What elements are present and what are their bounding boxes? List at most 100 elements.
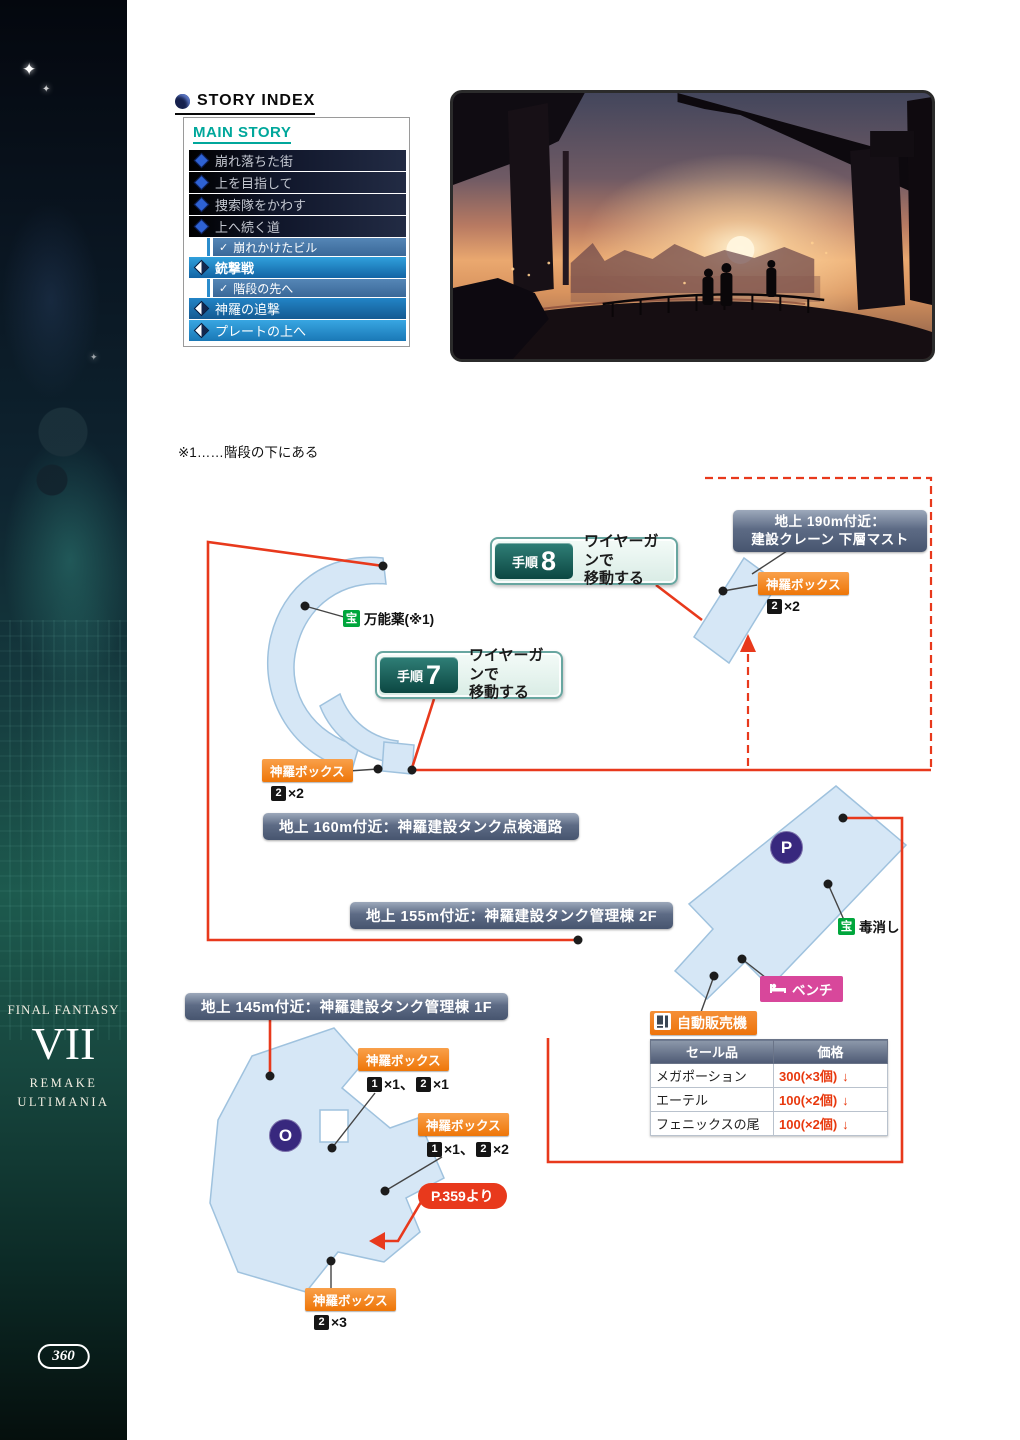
tree-connector — [207, 238, 210, 256]
shinra-box-contents: 2×3 — [305, 1314, 396, 1330]
story-item: 神羅の追撃 — [189, 298, 406, 319]
column-item: セール品 — [650, 1039, 774, 1064]
shinra-box-title: 神羅ボックス — [305, 1288, 396, 1311]
diamond-icon — [193, 259, 210, 276]
story-item: 捜索隊をかわす — [189, 194, 406, 215]
step-description: ワイヤーガンで 移動する — [584, 532, 659, 588]
sale-item: エーテル — [650, 1087, 774, 1112]
column-price: 価格 — [773, 1039, 888, 1064]
story-item: プレートの上へ — [189, 320, 406, 341]
vending-machine-icon — [654, 1013, 671, 1033]
area-label-155m: 地上 155m付近：神羅建設タンク管理棟 2F — [350, 902, 674, 929]
title-ultimania: ULTIMANIA — [17, 1095, 110, 1110]
box-number-icon: 2 — [415, 1076, 431, 1092]
shinra-box-contents: 1×1、2×1 — [358, 1074, 449, 1094]
shinra-box-label: 神羅ボックス 1×1、2×1 — [358, 1048, 449, 1094]
diamond-icon — [193, 174, 210, 191]
shinra-box-label: 神羅ボックス 2×3 — [305, 1288, 396, 1330]
sparkle-icon: ✦ — [90, 352, 98, 362]
diamond-icon — [193, 152, 210, 169]
walkway-stub-shape — [381, 741, 415, 775]
marker-o: O — [269, 1119, 302, 1152]
box-number-icon: 2 — [767, 598, 782, 614]
footnote: ※1……階段の下にある — [178, 445, 319, 460]
vending-machine-label: 自動販売機 — [650, 1011, 757, 1035]
sale-price: 100(×2個)↓ — [773, 1111, 888, 1136]
story-item: ✓階段の先へ — [207, 279, 406, 297]
shinra-box-title: 神羅ボックス — [262, 759, 353, 782]
box-number-icon: 2 — [475, 1141, 491, 1157]
sparkle-icon: ✦ — [42, 84, 51, 95]
price-down-icon: ↓ — [842, 1069, 849, 1084]
route-lines — [206, 540, 931, 1243]
shinra-box-title: 神羅ボックス — [358, 1048, 449, 1071]
inspection-walkway-shape — [266, 556, 387, 771]
box-number-icon: 1 — [427, 1141, 442, 1157]
box-number-icon: 2 — [271, 785, 286, 801]
section-bullet-icon — [175, 93, 190, 109]
title-series: FINAL FANTASY — [7, 1002, 120, 1017]
story-index-title: STORY INDEX — [197, 92, 316, 109]
tree-connector — [207, 279, 210, 297]
price-down-icon: ↓ — [842, 1093, 849, 1108]
shinra-box-contents: 2×2 — [758, 598, 849, 614]
sidebar-artwork-overlay — [0, 0, 127, 1440]
story-item: ✓崩れかけたビル — [207, 238, 406, 256]
story-index-header: STORY INDEX — [175, 92, 316, 115]
book-title: FINAL FANTASY VII REMAKE ULTIMANIA — [0, 1002, 127, 1110]
shinra-box-title: 神羅ボックス — [418, 1113, 509, 1136]
price-down-icon: ↓ — [842, 1117, 849, 1132]
box-number-icon: 1 — [367, 1076, 382, 1092]
sale-price: 300(×3個)↓ — [773, 1063, 888, 1088]
area-label-190m: 地上 190m付近： 建設クレーン 下層マスト — [733, 510, 927, 553]
sale-item: メガポーション — [650, 1063, 774, 1088]
shinra-box-label: 神羅ボックス 2×2 — [758, 572, 849, 614]
main-story-heading: MAIN STORY — [193, 124, 292, 144]
inner-walkway-shape — [319, 692, 399, 764]
treasure-label-panacea: 宝 万能薬(※1) — [343, 608, 434, 628]
character-silhouettes — [702, 260, 777, 306]
check-icon: ✓ — [219, 282, 229, 295]
sunset-scene — [453, 93, 932, 359]
bench-label: ベンチ — [760, 976, 843, 1002]
diamond-icon — [193, 300, 210, 317]
shinra-box-contents: 2×2 — [262, 785, 353, 801]
sparkle-icon: ✦ — [22, 60, 37, 79]
shinra-box-title: 神羅ボックス — [758, 572, 849, 595]
sale-item: フェニックスの尾 — [650, 1111, 774, 1136]
bench-icon — [770, 982, 786, 997]
page-number: 360 — [37, 1344, 90, 1369]
treasure-label-antidote: 宝 毒消し — [838, 916, 900, 936]
vending-header-row: セール品 価格 — [650, 1039, 888, 1064]
story-item: 上を目指して — [189, 172, 406, 193]
tank-building-2f-shape — [673, 785, 908, 1001]
treasure-icon: 宝 — [343, 609, 360, 627]
treasure-icon: 宝 — [838, 917, 855, 935]
shinra-box-label: 神羅ボックス 2×2 — [262, 759, 353, 801]
sidebar-art: ✦ ✦ ✦ FINAL FANTASY VII REMAKE ULTIMANIA… — [0, 0, 127, 1440]
box-number-icon: 2 — [314, 1314, 329, 1330]
step-description: ワイヤーガンで 移動する — [469, 646, 544, 702]
title-numeral: VII — [31, 1018, 96, 1069]
area-label-145m: 地上 145m付近：神羅建設タンク管理棟 1F — [185, 993, 509, 1020]
story-item: 上へ続く道 — [189, 216, 406, 237]
shinra-box-contents: 1×1、2×2 — [418, 1139, 509, 1159]
diamond-icon — [193, 196, 210, 213]
story-item: 崩れ落ちた街 — [189, 150, 406, 171]
sale-price: 100(×2個)↓ — [773, 1087, 888, 1112]
building-notch — [319, 1109, 349, 1143]
marker-p: P — [770, 831, 803, 864]
story-item-list: 崩れ落ちた街上を目指して捜索隊をかわす上へ続く道✓崩れかけたビル銃撃戦✓階段の先… — [189, 150, 406, 341]
diamond-icon — [193, 322, 210, 339]
shinra-box-label: 神羅ボックス 1×1、2×2 — [418, 1113, 509, 1159]
title-remake: REMAKE — [29, 1076, 98, 1091]
